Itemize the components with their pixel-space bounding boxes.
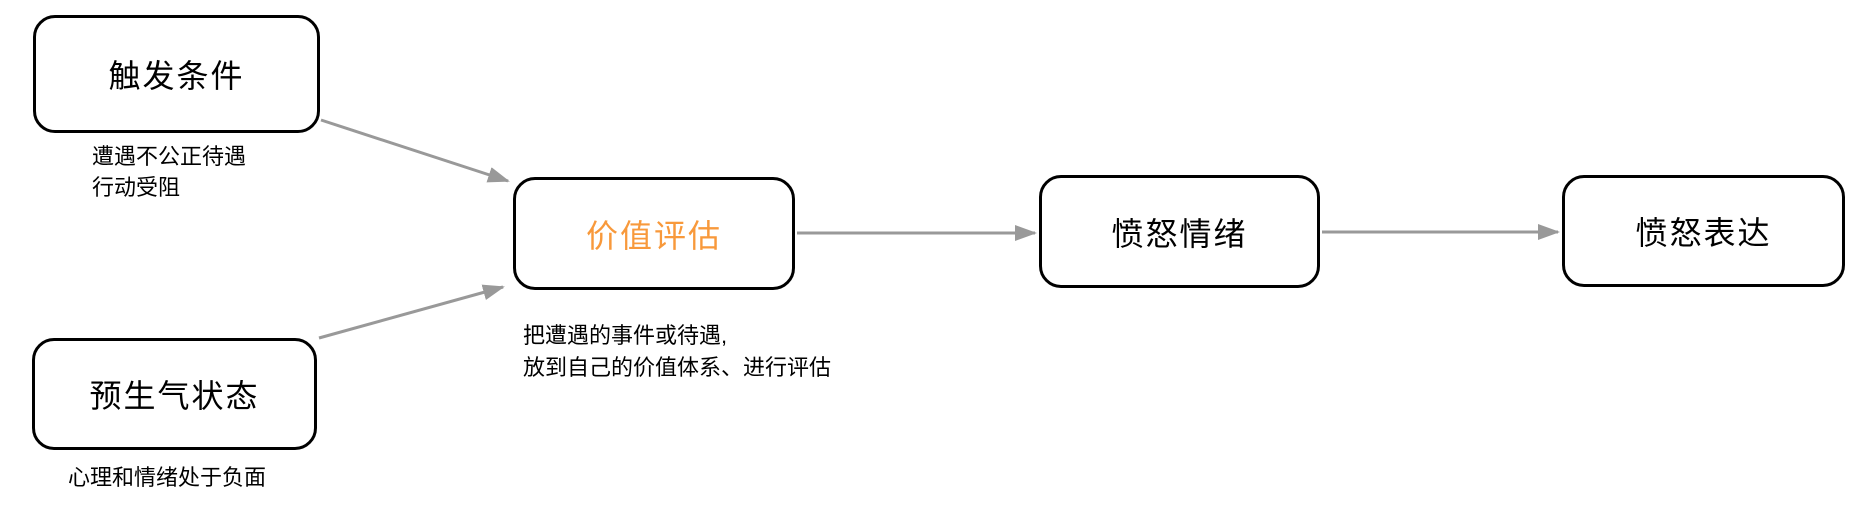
node-anger-expression-label: 愤怒表达	[1635, 215, 1772, 251]
caption-line: 遭遇不公正待遇	[92, 144, 247, 169]
caption-line: 行动受阻	[92, 175, 181, 200]
arrow-preanger-to-appraisal-icon	[318, 284, 505, 340]
caption-trigger-conditions: 遭遇不公正待遇 行动受阻	[92, 141, 246, 203]
node-anger-emotion: 愤怒情绪	[1039, 175, 1320, 288]
node-trigger-conditions-label: 触发条件	[108, 58, 245, 94]
caption-line: 心理和情绪处于负面	[68, 465, 267, 490]
caption-line: 放到自己的价值体系、进行评估	[523, 355, 832, 380]
caption-value-appraisal: 把遭遇的事件或待遇, 放到自己的价值体系、进行评估	[523, 320, 831, 384]
node-value-appraisal-label: 价值评估	[585, 217, 722, 254]
node-trigger-conditions: 触发条件	[33, 15, 320, 133]
node-anger-emotion-label: 愤怒情绪	[1111, 215, 1248, 252]
node-value-appraisal: 价值评估	[513, 177, 795, 290]
caption-pre-anger-state: 心理和情绪处于负面	[68, 462, 266, 493]
node-pre-anger-state-label: 预生气状态	[89, 378, 260, 414]
node-anger-expression: 愤怒表达	[1562, 175, 1845, 287]
node-pre-anger-state: 预生气状态	[32, 338, 317, 450]
caption-line: 把遭遇的事件或待遇,	[523, 323, 728, 348]
arrow-trigger-to-appraisal-icon	[320, 118, 510, 183]
